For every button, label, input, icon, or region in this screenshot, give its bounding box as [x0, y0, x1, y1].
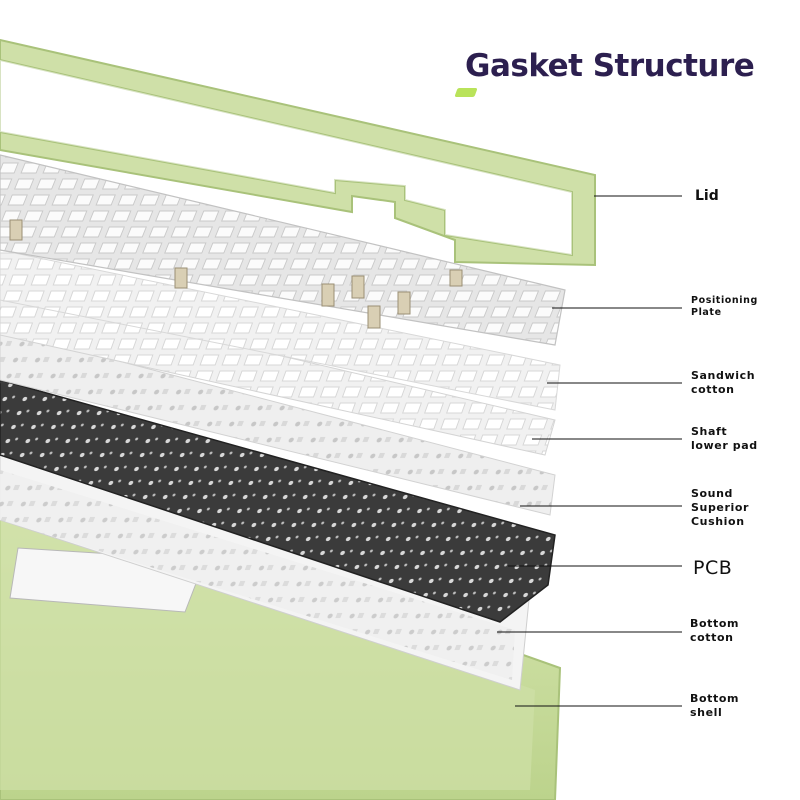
sound-cushion-layer	[0, 329, 556, 516]
title-accent-mark	[454, 88, 478, 97]
label-lid: Lid	[695, 188, 719, 204]
label-positioning-plate: Positioning Plate	[691, 295, 758, 319]
label-sandwich-cotton: Sandwich cotton	[691, 369, 756, 397]
label-sound-cushion: Sound Superior Cushion	[691, 487, 750, 529]
label-shaft-lower-pad: Shaft lower pad	[691, 425, 758, 453]
lid-layer	[0, 38, 596, 267]
label-bottom-cotton: Bottom cotton	[690, 617, 740, 645]
positioning-plate-layer	[0, 154, 566, 346]
label-pcb: PCB	[693, 557, 733, 579]
shaft-lower-pad-layer	[0, 289, 556, 456]
leader-lines	[497, 195, 682, 707]
label-bottom-shell: Bottom shell	[690, 692, 740, 720]
diagram-title: Gasket Structure	[465, 48, 755, 84]
pcb-layer	[0, 379, 556, 623]
